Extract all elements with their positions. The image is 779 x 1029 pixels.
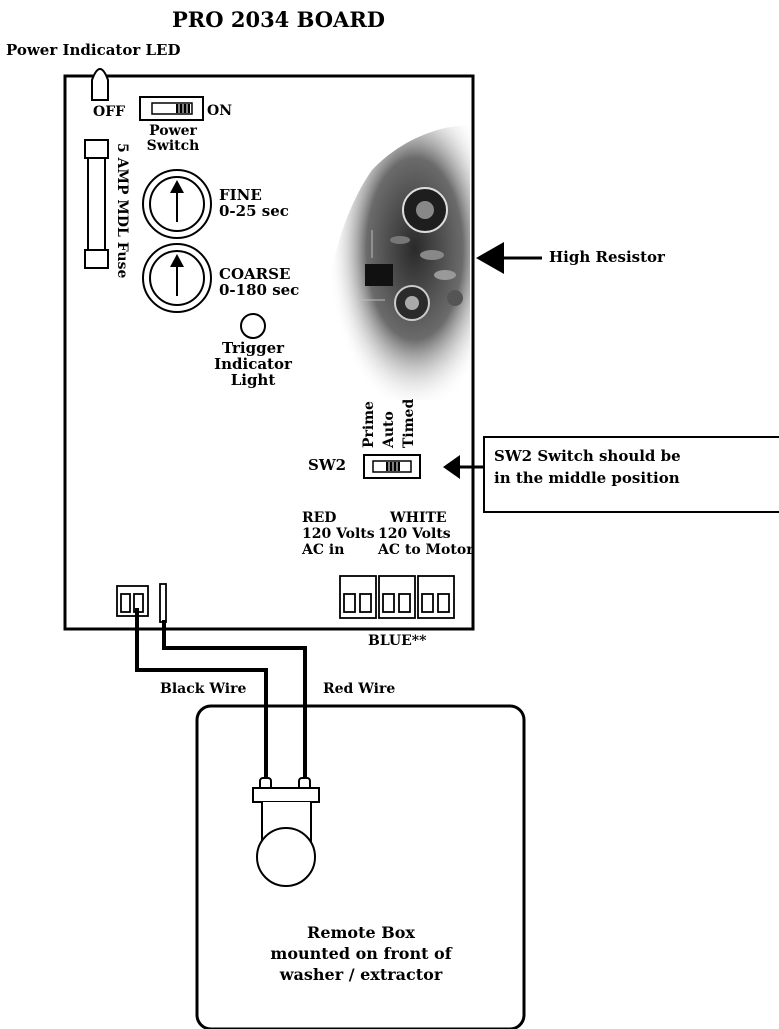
- power-switch-label-line2: Switch: [146, 137, 200, 154]
- red-wire-label: Red Wire: [323, 681, 396, 697]
- prime-label: Prime: [361, 401, 377, 448]
- high-resistor-arrow: [476, 242, 542, 274]
- trigger-label-line2: Indicator: [214, 354, 292, 373]
- white-terminal-label: WHITE 120 Volts AC to Motor: [378, 510, 474, 558]
- white-label-line3: AC to Motor: [378, 542, 474, 559]
- coarse-dial: [142, 243, 212, 313]
- remote-label-line1: Remote Box: [307, 923, 415, 942]
- red-label-line2: 120 Volts: [302, 526, 375, 543]
- remote-label-line2: mounted on front of: [270, 943, 452, 963]
- auto-label: Auto: [381, 411, 397, 448]
- terminal-blocks: [339, 575, 455, 619]
- sw2-note: SW2 Switch should be in the middle posit…: [494, 446, 681, 490]
- fuse-label: 5 AMP MDL Fuse: [114, 143, 130, 279]
- fine-label-line2: 0-25 sec: [219, 201, 289, 220]
- power-switch-label: Power Switch: [140, 124, 206, 153]
- fine-label-line1: FINE: [219, 186, 262, 204]
- circuit-board-outline: [63, 74, 475, 631]
- fine-label: FINE 0-25 sec: [219, 186, 289, 220]
- remote-box: [195, 704, 526, 1029]
- fine-dial: [142, 169, 212, 239]
- coarse-label-line1: COARSE: [219, 265, 291, 283]
- white-label-line2: 120 Volts: [378, 526, 451, 543]
- coarse-label: COARSE 0-180 sec: [219, 265, 300, 299]
- remote-push-button: [252, 777, 320, 887]
- diagram-title: PRO 2034 BOARD: [172, 7, 385, 32]
- remote-box-label: Remote Box mounted on front of washer / …: [248, 923, 474, 985]
- sw2-note-box: [483, 436, 779, 513]
- red-label-line3: AC in: [302, 542, 345, 559]
- board-photo-inset: [324, 125, 470, 400]
- power-led-label: Power Indicator LED: [6, 41, 181, 59]
- sw2-note-line2: in the middle position: [494, 468, 680, 487]
- coarse-label-line2: 0-180 sec: [219, 280, 300, 299]
- red-terminal-label: RED 120 Volts AC in: [302, 510, 375, 558]
- black-wire-label: Black Wire: [160, 681, 247, 697]
- remote-connector: [116, 583, 167, 623]
- remote-label-line3: washer / extractor: [279, 964, 443, 984]
- power-switch: [139, 96, 204, 121]
- sw2-arrow: [443, 455, 484, 479]
- power-switch-label-line1: Power: [149, 123, 197, 139]
- power-led: [91, 68, 109, 101]
- on-label: ON: [207, 103, 232, 119]
- high-resistor-label: High Resistor: [549, 248, 665, 266]
- red-label-line1: RED: [302, 510, 337, 526]
- timed-label: Timed: [401, 398, 417, 448]
- off-label: OFF: [93, 104, 126, 120]
- blue-terminal-label: BLUE**: [368, 633, 427, 649]
- trigger-label-line1: Trigger: [221, 339, 285, 357]
- sw2-switch: [363, 454, 421, 479]
- white-label-line1: WHITE: [390, 510, 447, 526]
- sw2-note-line1: SW2 Switch should be: [494, 447, 681, 465]
- trigger-label: Trigger Indicator Light: [208, 339, 298, 389]
- trigger-label-line3: Light: [230, 370, 276, 389]
- wires: [135, 608, 307, 780]
- fuse: [84, 139, 109, 269]
- sw2-label: SW2: [308, 456, 347, 474]
- trigger-indicator-light: [240, 313, 266, 339]
